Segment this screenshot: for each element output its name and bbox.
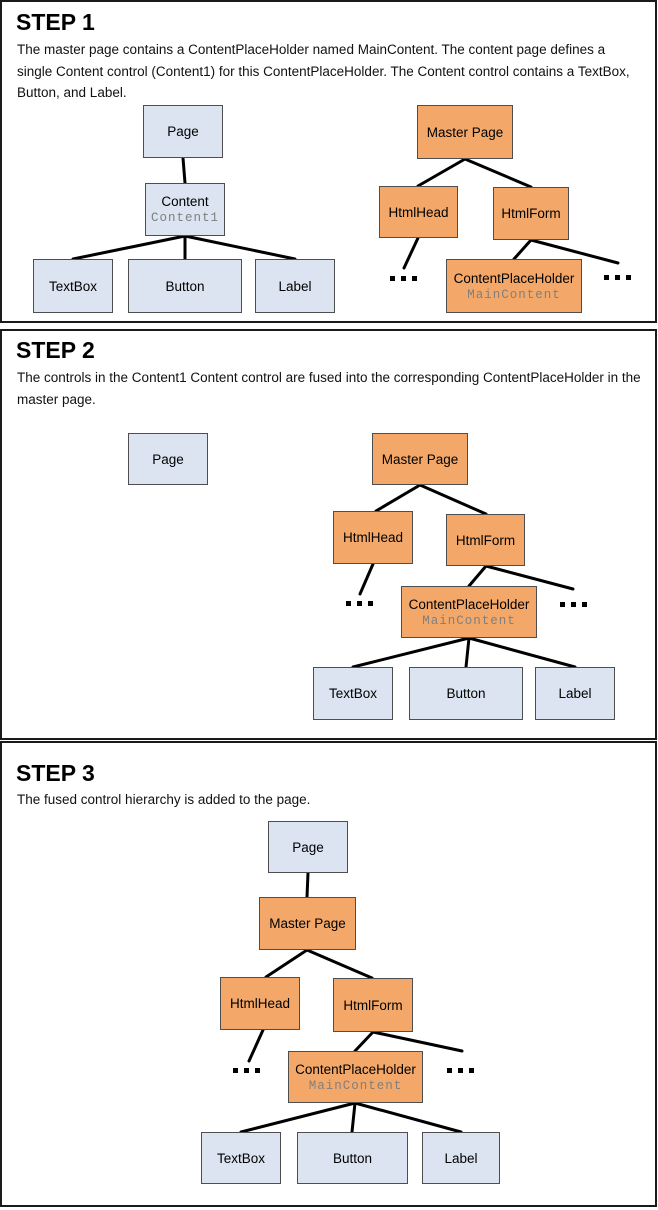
tree-node-label: HtmlHead — [388, 204, 449, 220]
tree-node-master: Master Page — [417, 105, 513, 159]
tree-node-sublabel: MainContent — [467, 287, 561, 302]
step-2-description: The controls in the Content1 Content con… — [17, 370, 641, 407]
tree-node-htmlhead: HtmlHead — [220, 977, 300, 1030]
tree-node-label: Label — [444, 1150, 478, 1166]
tree-node-button: Button — [128, 259, 242, 313]
tree-edge — [463, 157, 533, 189]
tree-node-label: TextBox — [48, 278, 98, 294]
tree-node-label: Label — [422, 1132, 500, 1184]
tree-node-sublabel: Content1 — [150, 211, 219, 225]
tree-node-page: Page — [268, 821, 348, 873]
tree-node-label: Button — [446, 686, 486, 701]
tree-edge — [305, 948, 374, 980]
tree-edge — [464, 636, 471, 669]
tree-edge — [183, 234, 297, 261]
tree-node-label: HtmlHead — [342, 530, 404, 545]
tree-edge — [353, 1101, 463, 1134]
tree-node-textbox: TextBox — [201, 1132, 281, 1184]
ellipsis-icon — [233, 1067, 260, 1073]
tree-node-label: HtmlForm — [455, 532, 516, 548]
tree-edge — [529, 238, 620, 265]
tree-edge — [402, 236, 420, 270]
tree-edge — [305, 871, 310, 899]
tree-edge — [418, 483, 488, 516]
tree-node-label: Master Page — [426, 124, 504, 140]
tree-node-textbox: TextBox — [313, 667, 393, 720]
tree-node-label: Label — [535, 667, 615, 720]
tree-edge — [416, 157, 467, 188]
tree-edge — [264, 948, 309, 979]
ellipsis-icon — [604, 274, 631, 280]
tree-edge — [353, 1030, 375, 1053]
tree-edge — [247, 1028, 265, 1063]
tree-edge — [467, 636, 577, 669]
tree-node-button: Button — [297, 1132, 408, 1184]
step-3-title: STEP 3 — [16, 760, 95, 786]
ellipsis-icon — [346, 600, 373, 606]
tree-node-sublabel: MainContent — [308, 1078, 403, 1093]
tree-edge — [71, 234, 187, 261]
tree-node-label: HtmlForm — [343, 997, 403, 1013]
tree-node-label: ContentPlaceHolder — [295, 1061, 416, 1077]
tree-node-label: Page — [167, 124, 199, 139]
tree-node-label: Master Page — [381, 451, 459, 467]
tree-node-label: Label — [278, 278, 312, 294]
tree-node-htmlhead: HtmlHead — [333, 511, 413, 564]
ellipsis-icon — [560, 601, 587, 607]
tree-node-label: Master Page — [269, 916, 346, 931]
tree-node-textbox: TextBox — [33, 259, 113, 313]
step-2-title: STEP 2 — [16, 337, 95, 363]
tree-node-label: ContentPlaceHolder — [453, 270, 575, 286]
tree-edge — [484, 564, 575, 591]
tree-node-label: ContentPlaceHolder — [408, 596, 530, 612]
ellipsis-icon — [390, 275, 417, 281]
ellipsis-icon — [447, 1067, 474, 1073]
tree-node-label: Content — [161, 194, 209, 209]
tree-node-label: TextBox — [328, 686, 378, 701]
tree-node-label: Page — [292, 839, 324, 855]
tree-edge — [371, 1030, 464, 1053]
tree-node-htmlform: HtmlForm — [446, 514, 525, 566]
tree-node-label: Button — [332, 1150, 373, 1166]
tree-node-master: Master Page — [259, 897, 356, 950]
tree-edge — [358, 562, 375, 596]
tree-edge — [181, 156, 187, 185]
tree-edge — [351, 636, 471, 669]
tree-edge — [374, 483, 422, 513]
tree-edge — [350, 1101, 357, 1134]
tree-node-htmlform: HtmlForm — [333, 978, 413, 1032]
tree-node-label: HtmlForm — [501, 206, 561, 221]
tree-node-label: Label — [255, 259, 335, 313]
tree-node-htmlform: HtmlForm — [493, 187, 569, 240]
tree-node-sublabel: MainContent — [422, 613, 516, 628]
tree-node-label: HtmlHead — [229, 996, 291, 1011]
step-3-panel: STEP 3 The fused control hierarchy is ad… — [0, 741, 657, 1207]
tree-edge — [239, 1101, 357, 1134]
tree-node-page: Page — [143, 105, 223, 158]
tree-node-label: Label — [558, 686, 592, 701]
tree-node-label: TextBox — [216, 1150, 266, 1166]
tree-node-button: Button — [409, 667, 523, 720]
step-1-description: The master page contains a ContentPlaceH… — [17, 42, 630, 100]
tree-edge — [467, 564, 488, 588]
tree-node-label: Button — [165, 278, 205, 294]
tree-node-label: Page — [152, 451, 184, 467]
tree-edge — [512, 238, 533, 261]
tree-node-page: Page — [128, 433, 208, 485]
tree-node-htmlhead: HtmlHead — [379, 186, 458, 238]
step-3-description: The fused control hierarchy is added to … — [17, 792, 311, 807]
tree-node-master: Master Page — [372, 433, 468, 485]
step-1-title: STEP 1 — [16, 9, 95, 35]
